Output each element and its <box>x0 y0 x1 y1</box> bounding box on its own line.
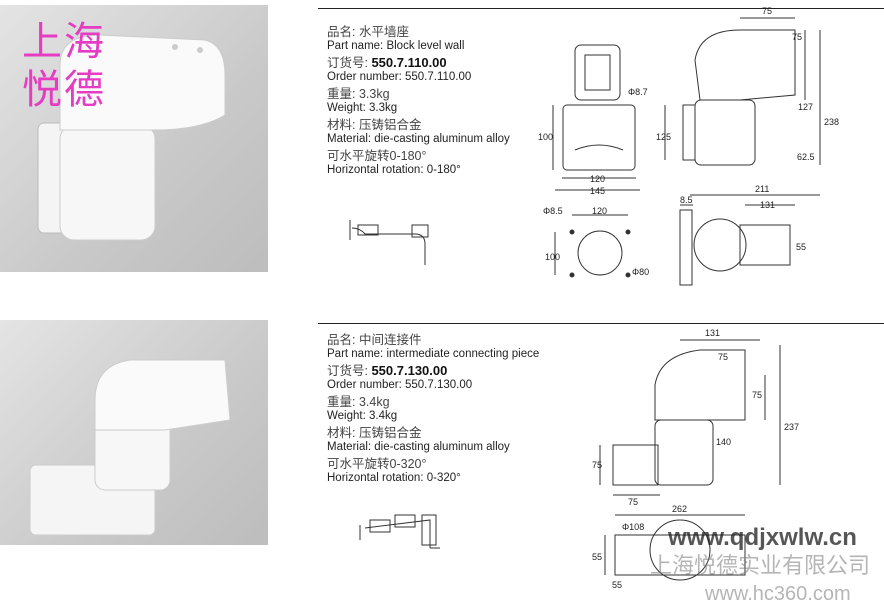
dim-label: Φ80 <box>632 267 649 277</box>
order-number-en: Order number: 550.7.110.00 <box>327 71 472 83</box>
mounting-hole-pattern-1 <box>554 214 631 278</box>
part-name-cn: 品名: 中间连接件 <box>327 333 422 347</box>
dim-label: 237 <box>784 422 799 432</box>
product-photo-connecting-piece <box>0 320 268 545</box>
dim-label: 120 <box>590 174 605 184</box>
watermark-company: 上海悦德实业有限公司 <box>650 553 871 578</box>
material-en: Material: die-casting aluminum alloy <box>327 133 510 145</box>
part-name-en: Part name: intermediate connecting piece <box>327 348 540 360</box>
installation-sketch-2 <box>359 514 440 549</box>
dim-label: 211 <box>755 184 769 194</box>
dim-label: 127 <box>798 102 813 112</box>
dim-label: 125 <box>656 132 671 142</box>
rotation-cn: 可水平旋转0-320° <box>327 457 427 471</box>
dim-label: 75 <box>752 390 762 400</box>
top-view-1 <box>679 204 795 286</box>
order-number-en: Order number: 550.7.130.00 <box>327 379 473 391</box>
wall-block-illustration <box>37 34 226 241</box>
dim-label: 262 <box>672 504 687 514</box>
dim-label: 55 <box>796 242 806 252</box>
brand-logo: 上海悦德 <box>22 19 106 113</box>
rotation-en: Horizontal rotation: 0-320° <box>327 472 461 484</box>
dim-label: 238 <box>824 117 839 127</box>
order-number-cn: 订货号: 550.7.110.00 <box>327 55 447 71</box>
rotation-en: Horizontal rotation: 0-180° <box>327 164 461 176</box>
top-view-2 <box>604 514 746 581</box>
product-spec-wall-block: 品名: 水平墙座 Part name: Block level wall 订货号… <box>327 22 510 177</box>
weight-cn: 重量: 3.4kg <box>327 395 390 409</box>
product-spec-connecting-piece: 品名: 中间连接件 Part name: intermediate connec… <box>327 330 539 485</box>
side-view-2 <box>599 339 781 496</box>
product-photo-wall-block <box>0 5 268 272</box>
connecting-piece-illustration <box>29 359 231 536</box>
dim-label: 100 <box>538 132 553 142</box>
dim-label: 75 <box>592 460 602 470</box>
dim-label: 140 <box>716 437 731 447</box>
dim-label: 55 <box>592 552 602 562</box>
material-en: Material: die-casting aluminum alloy <box>327 441 510 453</box>
weight-en: Weight: 3.3kg <box>327 102 398 114</box>
dim-label: 75 <box>792 32 802 42</box>
dim-label: 145 <box>590 186 605 196</box>
material-cn: 材料: 压铸铝合金 <box>327 426 422 440</box>
dim-label: 75 <box>718 352 728 362</box>
section-divider <box>318 8 884 9</box>
dim-label: Φ8.5 <box>543 206 563 216</box>
dim-label: 131 <box>705 328 720 338</box>
dim-label: Φ108 <box>622 522 644 532</box>
part-name-en: Part name: Block level wall <box>327 40 465 52</box>
weight-cn: 重量: 3.3kg <box>327 87 390 101</box>
dim-label: 75 <box>762 6 772 16</box>
dim-label: 8.5 <box>680 195 693 205</box>
dim-label: 75 <box>628 497 638 507</box>
order-number-cn: 订货号: 550.7.130.00 <box>327 363 448 379</box>
part-name-cn: 品名: 水平墙座 <box>327 25 409 39</box>
side-view-1 <box>664 17 821 196</box>
dim-label: 100 <box>545 252 560 262</box>
watermark-site: www.qdjxwlw.cn <box>668 524 857 551</box>
rotation-cn: 可水平旋转0-180° <box>327 149 427 163</box>
dimension-labels: 75 75 Φ8.7 127 238 100 125 62.5 120 145 … <box>538 6 839 590</box>
installation-sketch-1 <box>349 220 429 265</box>
material-cn: 材料: 压铸铝合金 <box>327 118 422 132</box>
front-view-1 <box>552 44 640 191</box>
dim-label: 55 <box>612 580 622 590</box>
weight-en: Weight: 3.4kg <box>327 410 398 422</box>
watermark-hc360: www.hc360.com <box>705 583 851 605</box>
dim-label: 62.5 <box>797 152 815 162</box>
dim-label: 120 <box>592 206 607 216</box>
dim-label: Φ8.7 <box>628 87 648 97</box>
dim-label: 131 <box>760 200 775 210</box>
section-divider <box>318 323 884 324</box>
